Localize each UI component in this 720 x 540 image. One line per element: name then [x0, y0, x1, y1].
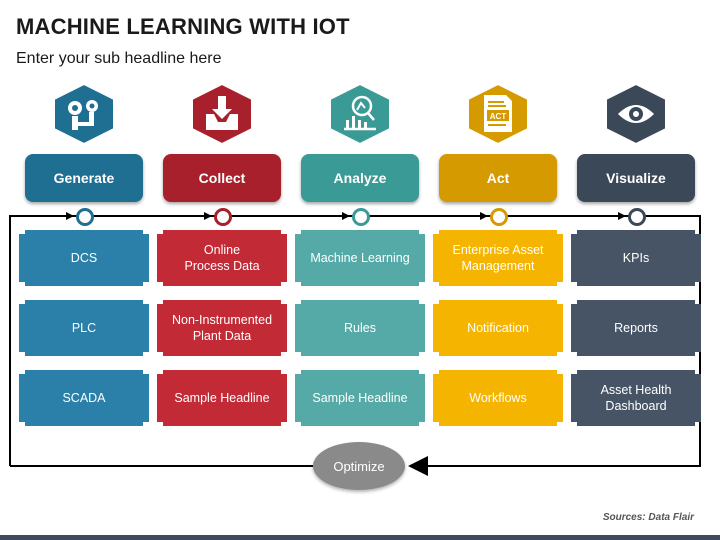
visualize-hex	[602, 82, 670, 146]
card-asset-health-dashboard: Asset Health Dashboard	[571, 370, 701, 426]
source-note: Sources: Data Flair	[602, 512, 694, 523]
card-non-instrumented-plant-data: Non-Instrumented Plant Data	[157, 300, 287, 356]
card-analyze-sample-headline: Sample Headline	[295, 370, 425, 426]
connector-dot-act	[490, 208, 508, 226]
chart-magnifier-icon	[344, 95, 376, 131]
card-plc: PLC	[19, 300, 149, 356]
gears-head-icon	[68, 100, 98, 130]
card-dcs: DCS	[19, 230, 149, 286]
analyze-hex	[326, 82, 394, 146]
connector-dot-collect	[214, 208, 232, 226]
eye-icon	[618, 105, 654, 123]
stage-collect: Collect	[163, 154, 281, 202]
stage-generate: Generate	[25, 154, 143, 202]
connector-dot-analyze	[352, 208, 370, 226]
page-subtitle: Enter your sub headline here	[16, 50, 222, 67]
connector-dot-generate	[76, 208, 94, 226]
connector-dot-visualize	[628, 208, 646, 226]
act-document-icon: ACT	[484, 95, 512, 132]
generate-hex	[50, 82, 118, 146]
collect-hex	[188, 82, 256, 146]
card-reports: Reports	[571, 300, 701, 356]
card-online-process-data: Online Process Data	[157, 230, 287, 286]
footer-bar	[0, 535, 720, 540]
stage-act: Act	[439, 154, 557, 202]
act-hex: ACT	[464, 82, 532, 146]
card-enterprise-asset-management: Enterprise Asset Management	[433, 230, 563, 286]
stage-analyze: Analyze	[301, 154, 419, 202]
card-collect-sample-headline: Sample Headline	[157, 370, 287, 426]
card-kpis: KPIs	[571, 230, 701, 286]
download-tray-icon	[206, 96, 238, 130]
card-machine-learning: Machine Learning	[295, 230, 425, 286]
card-rules: Rules	[295, 300, 425, 356]
stage-visualize: Visualize	[577, 154, 695, 202]
card-scada: SCADA	[19, 370, 149, 426]
page-title: MACHINE LEARNING WITH IOT	[16, 14, 350, 39]
top-line-arrows	[66, 212, 626, 220]
svg-text:ACT: ACT	[490, 112, 507, 121]
card-notification: Notification	[433, 300, 563, 356]
card-workflows: Workflows	[433, 370, 563, 426]
optimize-ellipse: Optimize	[313, 442, 405, 490]
